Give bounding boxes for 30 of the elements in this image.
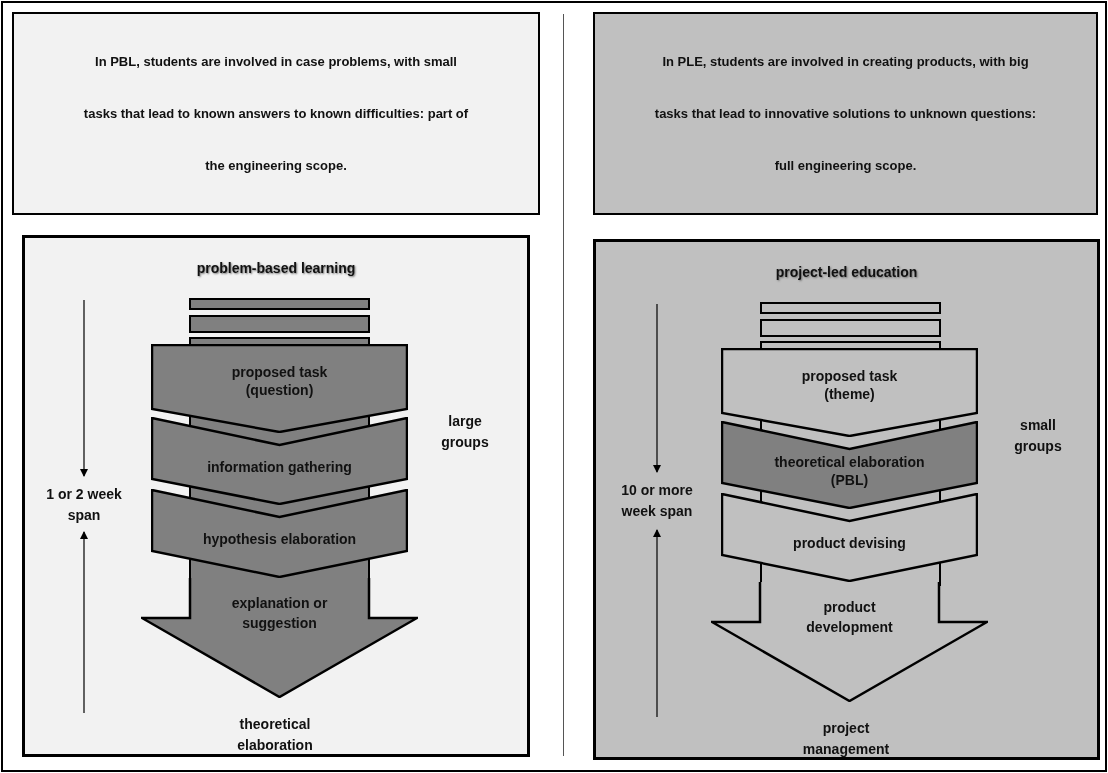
side-label: 10 or more week span [620,481,694,521]
side-label: project management [801,719,891,759]
step-label: product devising [793,533,906,552]
down-arrow-shape [711,582,988,702]
panel [593,239,1100,760]
text-box [12,12,540,215]
step-label: proposed task (theme) [800,367,899,404]
chevron-step [151,489,408,578]
chevron-step [151,417,408,505]
chevron-step [721,421,978,509]
step-label: proposed task (question) [230,363,329,400]
step-label: information gathering [207,457,352,476]
down-arrow-shape [141,578,418,698]
panel-title: problem-based learning [196,259,356,278]
side-label: 1 or 2 week span [45,485,123,525]
description-text: In PBL, students are involved in case problems, with small tasks that lead to known answers to known difficulties: part of the engineering scope. [83,52,469,175]
side-label: large groups [440,412,490,452]
side-label: theoretical elaboration [236,715,314,755]
panel-title: project-led education [775,263,918,282]
chevron-step [721,348,978,437]
panel [22,235,530,757]
chevron-step [721,493,978,582]
description-text: In PLE, students are involved in creating products, with big tasks that lead to innovative solutions to unknown questions: full engineering scope. [653,52,1038,175]
step-label: hypothesis elaboration [202,529,357,548]
step-label: product development [805,598,894,637]
text-box [593,12,1098,215]
chevron-step [151,344,408,433]
side-label: small groups [1013,416,1063,456]
step-label: explanation or suggestion [230,594,329,633]
step-label: theoretical elaboration (PBL) [773,452,926,489]
